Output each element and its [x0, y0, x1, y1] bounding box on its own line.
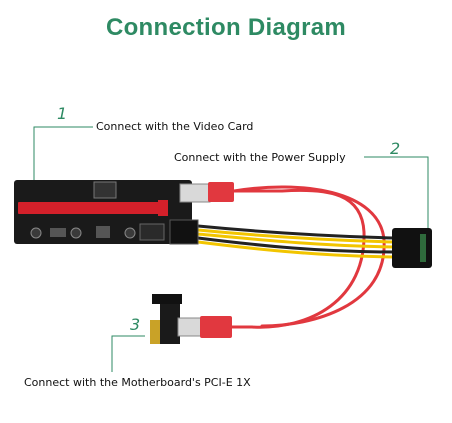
capacitor-3 [124, 227, 136, 239]
capacitor-2 [70, 227, 82, 239]
leader-line-3 [111, 335, 145, 372]
six-pin-connector [169, 219, 199, 245]
callout-number-1: 1 [57, 104, 68, 123]
pcie-1x-adapter [150, 294, 232, 344]
capacitor-1 [30, 227, 42, 239]
riser-usb-plug [208, 182, 234, 202]
callout-text-motherboard: Connect with the Motherboard's PCI-E 1X [24, 376, 251, 389]
adapter-usb-port [177, 317, 203, 337]
riser-usb-port [179, 183, 211, 203]
pcie-slot-clip [158, 200, 168, 216]
callout-number-2: 2 [390, 139, 401, 158]
mounting-hole-area [139, 223, 165, 241]
adapter-usb-plug [200, 316, 232, 338]
power-wires [196, 224, 396, 259]
sata-power-connector [392, 228, 432, 268]
riser-board [14, 180, 234, 245]
callout-text-video-card: Connect with the Video Card [96, 120, 254, 133]
power-header [93, 181, 117, 199]
red-cables [228, 185, 386, 329]
callout-text-power-supply: Connect with the Power Supply [174, 151, 346, 164]
pcie-x16-slot [18, 202, 166, 214]
adapter-gold-fingers [150, 320, 160, 344]
yellow-wire-1 [196, 228, 396, 244]
yellow-wire-2 [196, 232, 396, 249]
usb-cable-inner-loop [232, 185, 386, 328]
black-wire-2 [196, 236, 396, 254]
chip-2 [50, 228, 66, 237]
black-wire-1 [196, 224, 396, 240]
leader-line-1 [33, 126, 93, 198]
adapter-pcb [160, 300, 180, 344]
chip-1 [96, 226, 110, 238]
callout-number-3: 3 [130, 315, 141, 334]
diagram-title: Connection Diagram [105, 14, 347, 41]
leader-line-2 [364, 156, 429, 230]
yellow-wire-3 [196, 240, 396, 259]
leader-lines [33, 126, 429, 372]
sata-contact-strip [420, 234, 426, 262]
adapter-bracket-top [152, 294, 182, 304]
